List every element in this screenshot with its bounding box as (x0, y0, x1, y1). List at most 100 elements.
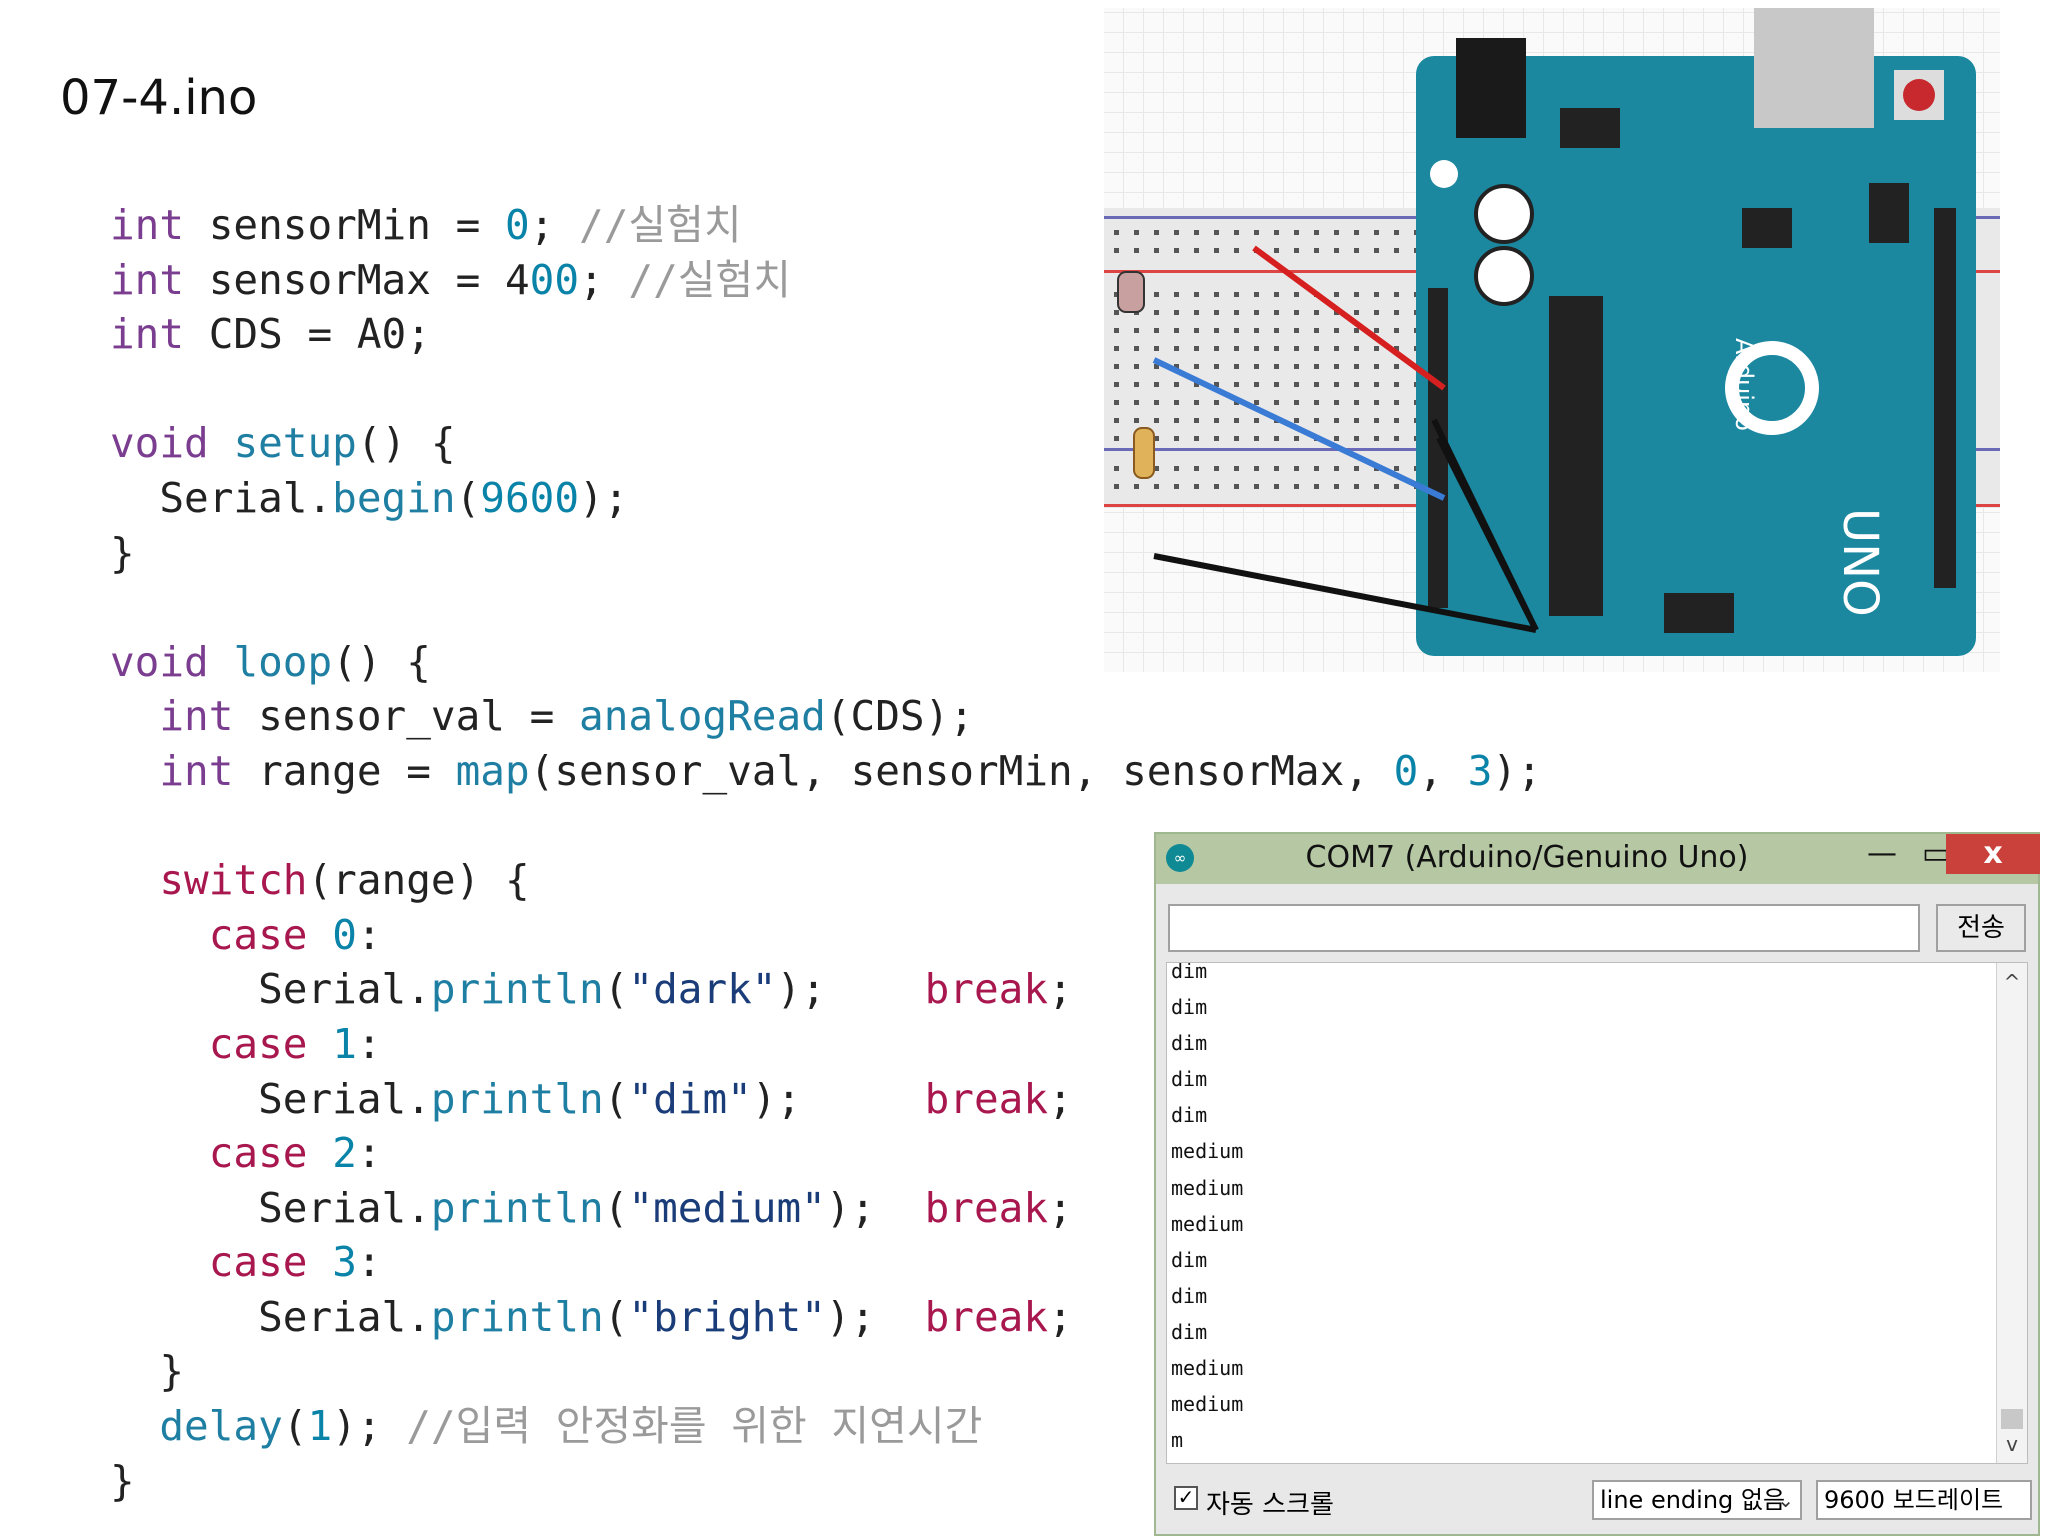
code-token: } (110, 528, 135, 577)
breadboard-hole (1294, 310, 1299, 315)
arduino-board (1416, 56, 1976, 656)
code-token: ( (603, 965, 629, 1014)
breadboard-hole (1134, 418, 1139, 423)
serial-monitor-titlebar[interactable]: ∞ COM7 (Arduino/Genuino Uno) — ▭ x (1156, 834, 2040, 884)
serial-output-line: medium (1171, 1392, 1244, 1417)
breadboard-hole (1114, 484, 1119, 489)
breadboard-hole (1274, 484, 1279, 489)
breadboard-hole (1374, 230, 1379, 235)
breadboard-hole (1334, 248, 1339, 253)
breadboard-hole (1274, 248, 1279, 253)
breadboard-hole (1374, 418, 1379, 423)
serial-input-field[interactable] (1168, 904, 1920, 952)
code-token: delay (159, 1402, 283, 1451)
breadboard-hole (1134, 400, 1139, 405)
breadboard-hole (1234, 466, 1239, 471)
breadboard-hole (1374, 328, 1379, 333)
line-ending-select[interactable]: line ending 없음 ⌄ (1592, 1480, 1802, 1520)
breadboard-hole (1254, 310, 1259, 315)
breadboard-hole (1194, 248, 1199, 253)
blue-wire (1152, 357, 1446, 501)
breadboard-hole (1114, 248, 1119, 253)
code-line: } (110, 1344, 1100, 1399)
power-analog-header (1428, 288, 1448, 608)
code-token: 2 (332, 1129, 357, 1178)
breadboard-hole (1274, 230, 1279, 235)
send-button[interactable]: 전송 (1936, 904, 2026, 952)
breadboard-hole (1314, 364, 1319, 369)
serial-output-line: dim (1171, 1031, 1208, 1056)
code-token: int (159, 692, 234, 741)
code-token: println (430, 965, 604, 1014)
breadboard-hole (1294, 400, 1299, 405)
breadboard-hole (1194, 382, 1199, 387)
breadboard-hole (1394, 364, 1399, 369)
breadboard-hole (1234, 230, 1239, 235)
code-token: 1 (332, 1019, 357, 1068)
breadboard-hole (1314, 248, 1319, 253)
code-token: ( (603, 1183, 629, 1232)
code-token: "dim" (628, 1074, 752, 1123)
autoscroll-checkbox[interactable]: ✓ (1174, 1486, 1198, 1510)
photoresistor (1117, 271, 1145, 313)
breadboard-hole (1294, 328, 1299, 333)
code-token: ); (751, 1074, 925, 1123)
code-token: break (924, 1074, 1049, 1123)
code-token: println (430, 1292, 604, 1341)
code-token: ); (332, 1402, 407, 1451)
breadboard-hole (1334, 436, 1339, 441)
close-button[interactable]: x (1946, 834, 2040, 874)
breadboard-hole (1154, 382, 1159, 387)
code-token: ; (1048, 1183, 1073, 1232)
scroll-down-icon[interactable]: v (2006, 1432, 2018, 1456)
arduino-logo (1725, 341, 1819, 435)
code-token: sensorMax = 4 (184, 255, 530, 304)
breadboard-hole (1154, 436, 1159, 441)
code-line: switch(range) { (110, 853, 1100, 908)
breadboard-hole (1394, 400, 1399, 405)
code-token: ); (825, 1183, 925, 1232)
breadboard-hole (1214, 466, 1219, 471)
breadboard-hole (1394, 466, 1399, 471)
baud-rate-select[interactable]: 9600 보드레이트 (1816, 1480, 2032, 1520)
breadboard-hole (1294, 364, 1299, 369)
maximize-button[interactable]: ▭ (1921, 836, 1951, 871)
breadboard-hole (1394, 328, 1399, 333)
code-token: map (455, 746, 530, 795)
code-token: range = (233, 746, 456, 795)
breadboard-hole (1174, 346, 1179, 351)
breadboard-hole (1174, 328, 1179, 333)
breadboard-hole (1234, 364, 1239, 369)
breadboard-hole (1134, 230, 1139, 235)
breadboard-hole (1274, 364, 1279, 369)
breadboard-hole (1154, 400, 1159, 405)
breadboard-hole (1154, 230, 1159, 235)
scroll-up-icon[interactable]: ^ (2003, 970, 2021, 994)
code-token: , (1418, 746, 1468, 795)
code-line: case 1: (110, 1017, 1100, 1072)
power-jack (1456, 38, 1526, 138)
breadboard-hole (1214, 328, 1219, 333)
breadboard-hole (1294, 346, 1299, 351)
scroll-thumb[interactable] (2001, 1409, 2023, 1429)
code-token: : (356, 1238, 382, 1287)
code-token: "bright" (628, 1292, 826, 1341)
code-line: case 3: (110, 1235, 1100, 1290)
breadboard-hole (1254, 382, 1259, 387)
code-line: void loop() { (110, 635, 1100, 690)
breadboard-hole (1374, 292, 1379, 297)
resistor (1133, 427, 1155, 479)
code-line: void setup() { (110, 416, 1100, 471)
minimize-button[interactable]: — (1867, 836, 1897, 871)
breadboard-hole (1394, 310, 1399, 315)
code-line: Serial.println("dark"); break; (110, 962, 1100, 1017)
red-wire (1252, 245, 1446, 391)
breadboard-hole (1374, 346, 1379, 351)
breadboard-hole (1274, 328, 1279, 333)
breadboard-hole (1214, 418, 1219, 423)
breadboard-hole (1114, 292, 1119, 297)
output-scrollbar[interactable]: ^ v (1996, 963, 2027, 1463)
code-token: : (356, 1019, 382, 1068)
code-token: println (430, 1074, 604, 1123)
